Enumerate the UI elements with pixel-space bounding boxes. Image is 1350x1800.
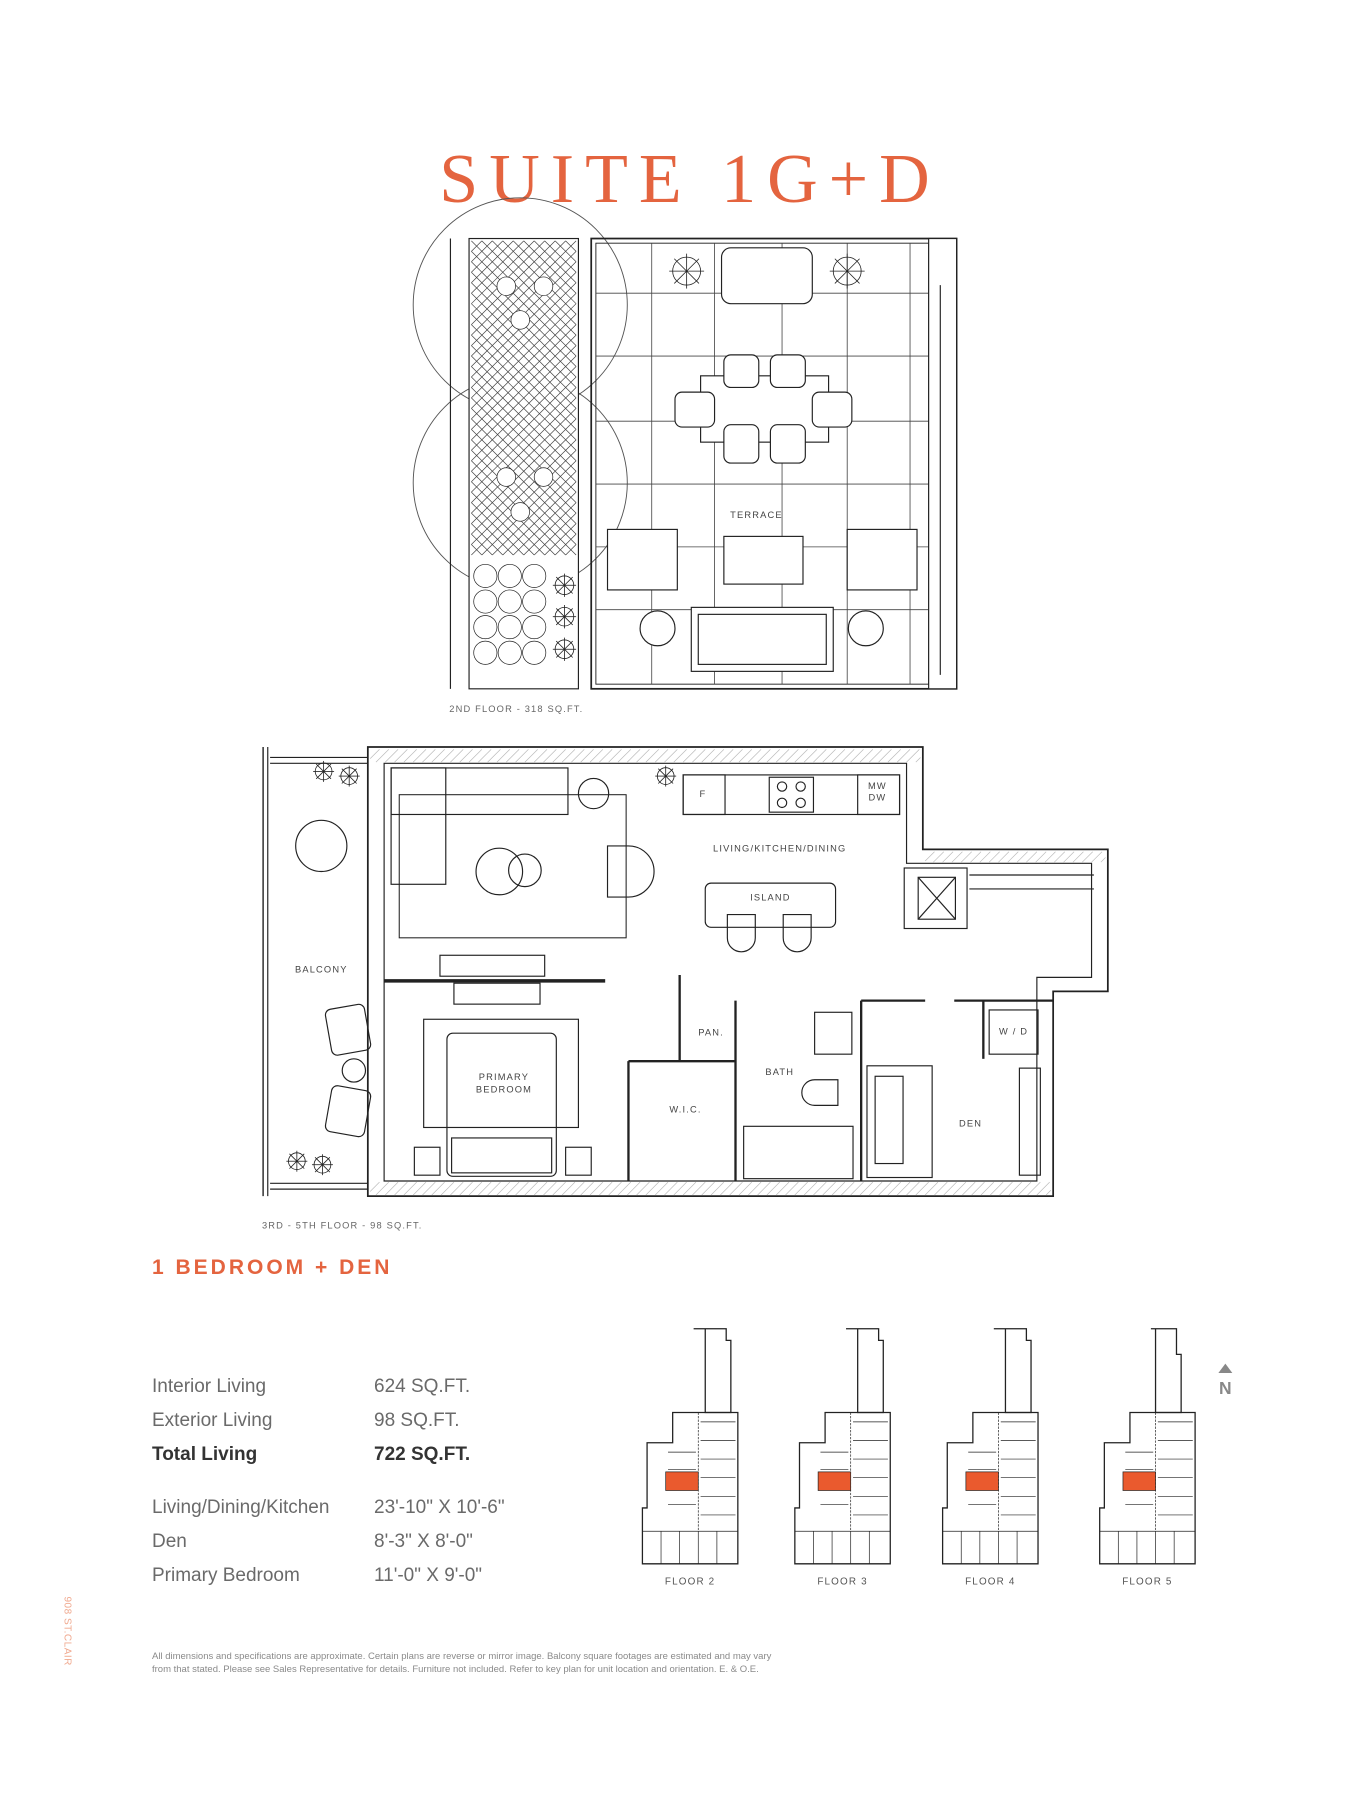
north-arrow: N — [1218, 1363, 1233, 1398]
room-label-island: ISLAND — [750, 893, 791, 903]
unit-type-heading: 1 BEDROOM + DEN — [152, 1256, 393, 1279]
room-label-bath: BATH — [765, 1067, 794, 1077]
room-label-terrace: TERRACE — [730, 510, 783, 520]
lounge-chair — [846, 528, 918, 591]
disclaimer-line: from that stated. Please see Sales Repre… — [152, 1664, 759, 1675]
key-plan-label: FLOOR 3 — [817, 1577, 867, 1588]
key-plan-floor-3: FLOOR 3 — [794, 1328, 891, 1588]
main-plan-caption: 3RD - 5TH FLOOR - 98 SQ.FT. — [262, 1221, 423, 1231]
key-plan-label: FLOOR 5 — [1122, 1577, 1172, 1588]
terrace-plan-caption: 2ND FLOOR - 318 SQ.FT. — [449, 704, 583, 714]
key-plan-floor-5: FLOOR 5 — [1099, 1328, 1196, 1588]
bench — [720, 247, 813, 305]
room-label-bedroom: PRIMARY — [479, 1072, 529, 1082]
room-label-pantry: PAN. — [698, 1028, 724, 1038]
spec-label: Total Living — [152, 1444, 258, 1465]
suite-floor-plan: LIVING/KITCHEN/DINING ISLAND BALCONY PRI… — [262, 746, 1109, 1197]
label-fridge: F — [700, 789, 707, 799]
unit-highlight — [665, 1471, 699, 1491]
north-label: N — [1219, 1378, 1232, 1398]
spec-label: Den — [152, 1531, 187, 1552]
label-microwave: MW — [868, 781, 887, 791]
suite-title: SUITE 1G+D — [439, 141, 941, 218]
side-brand-label: 908 ST.CLAIR — [61, 1596, 73, 1666]
disclaimer-line: All dimensions and specifications are ap… — [152, 1651, 772, 1662]
room-label-living: LIVING/KITCHEN/DINING — [713, 844, 846, 854]
key-plan-floor-4: FLOOR 4 — [941, 1328, 1039, 1588]
room-label-den: DEN — [959, 1118, 982, 1128]
north-arrow-icon — [1218, 1363, 1233, 1373]
spec-value: 23'-10" X 10'-6" — [374, 1497, 505, 1518]
spec-value: 98 SQ.FT. — [374, 1410, 460, 1431]
room-label-balcony: BALCONY — [295, 965, 348, 975]
spec-label: Living/Dining/Kitchen — [152, 1497, 330, 1518]
spec-value: 8'-3" X 8'-0" — [374, 1531, 473, 1552]
spec-label: Primary Bedroom — [152, 1565, 300, 1586]
room-label-wd: W / D — [999, 1026, 1028, 1036]
spec-value: 624 SQ.FT. — [374, 1376, 471, 1397]
spec-label: Interior Living — [152, 1376, 267, 1397]
room-label-bedroom: BEDROOM — [476, 1085, 532, 1095]
coffee-table — [723, 535, 804, 585]
key-plan-floor-2: FLOOR 2 — [641, 1328, 739, 1588]
lounge-chair — [606, 528, 678, 591]
label-dishwasher: DW — [869, 793, 887, 803]
unit-highlight — [965, 1471, 999, 1491]
unit-highlight — [817, 1471, 852, 1491]
spec-value: 722 SQ.FT. — [374, 1444, 471, 1465]
key-plans: FLOOR 2 FLOOR 3 FLOOR 4 FLOOR 5 — [641, 1328, 1196, 1588]
disclaimer: All dimensions and specifications are ap… — [152, 1650, 852, 1676]
dining-table — [700, 375, 830, 443]
terrace-floor-plan: TERRACE — [412, 197, 958, 690]
spec-value: 11'-0" X 9'-0" — [374, 1565, 483, 1586]
room-label-wic: W.I.C. — [669, 1104, 701, 1114]
spec-label: Exterior Living — [152, 1410, 273, 1431]
unit-highlight — [1122, 1471, 1156, 1491]
key-plan-label: FLOOR 2 — [665, 1577, 715, 1588]
key-plan-label: FLOOR 4 — [965, 1577, 1015, 1588]
